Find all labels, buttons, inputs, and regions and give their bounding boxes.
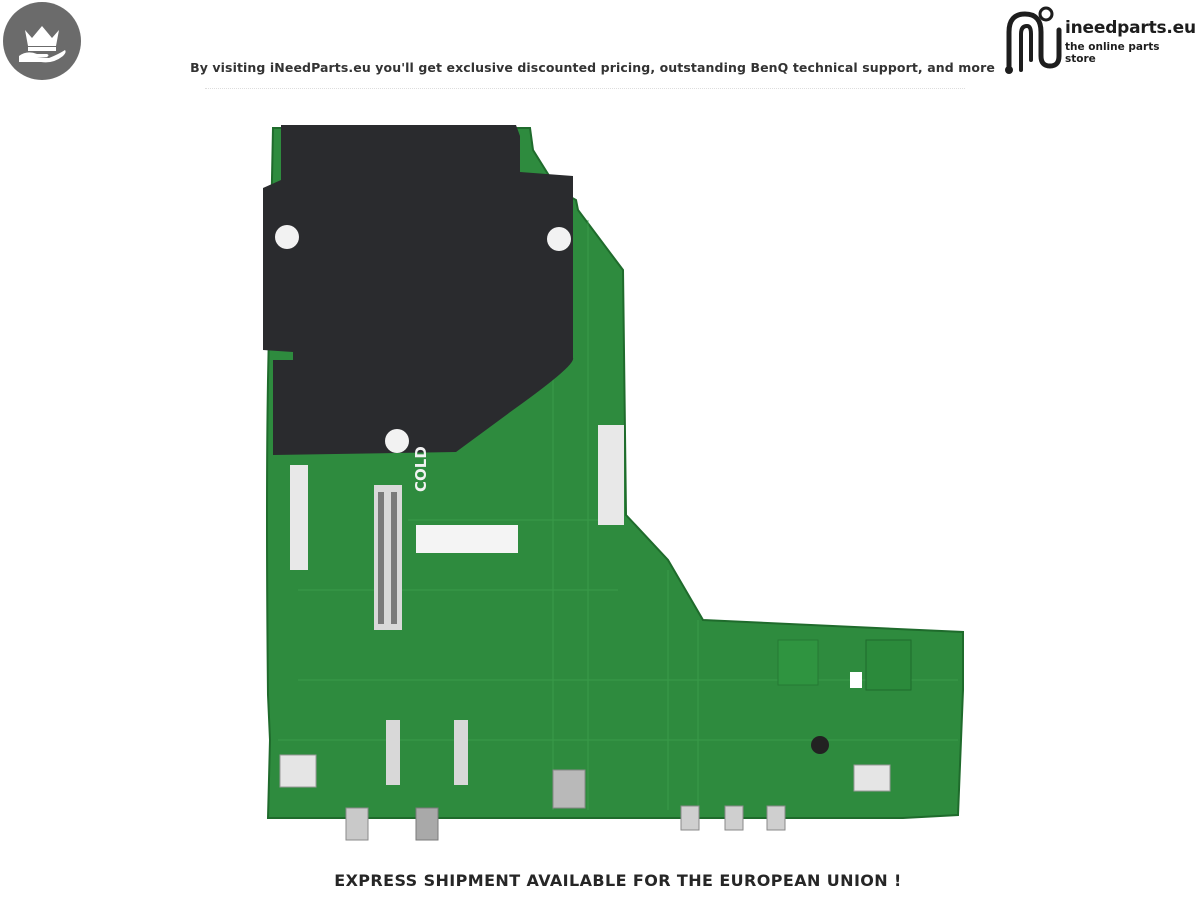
connector: [454, 720, 468, 785]
logo-slogan: the online parts store: [1065, 41, 1160, 65]
logo-brand: ineedparts.eu: [1065, 18, 1196, 38]
footer-banner: EXPRESS SHIPMENT AVAILABLE FOR THE EUROP…: [334, 871, 902, 890]
usb-port: [552, 769, 586, 809]
rf-shield-cover: [263, 125, 574, 455]
crown-hand-icon: [19, 26, 66, 63]
label-strip: [598, 425, 624, 525]
mount-hole: [547, 227, 571, 251]
pin-header-pins: [378, 492, 397, 624]
coax-jack: [415, 807, 439, 841]
label-strip: [290, 465, 308, 570]
ineedparts-logo[interactable]: ineedparts.eu the online parts store: [1003, 4, 1196, 76]
board-label-cold: COLD: [412, 446, 430, 492]
mount-hole: [385, 429, 409, 453]
connector: [279, 754, 317, 788]
ic-chip: [777, 639, 819, 686]
ineedparts-logo-icon: [1005, 6, 1062, 74]
crown-badge: [3, 2, 81, 80]
ic-chip: [865, 639, 912, 691]
barcode-sticker: [416, 525, 518, 553]
pcb-traces: [278, 220, 958, 810]
rca-jack: [680, 805, 700, 831]
connector: [853, 764, 891, 792]
ic-chip: [850, 672, 862, 688]
pcb-main-board: COLD: [263, 125, 964, 841]
mount-hole: [275, 225, 299, 249]
tagline: By visiting iNeedParts.eu you'll get exc…: [190, 60, 995, 75]
header-divider: [205, 88, 965, 89]
rca-jack: [766, 805, 786, 831]
coax-jack: [345, 807, 369, 841]
connector: [386, 720, 400, 785]
rca-jack: [724, 805, 744, 831]
ir-sensor: [811, 736, 829, 754]
